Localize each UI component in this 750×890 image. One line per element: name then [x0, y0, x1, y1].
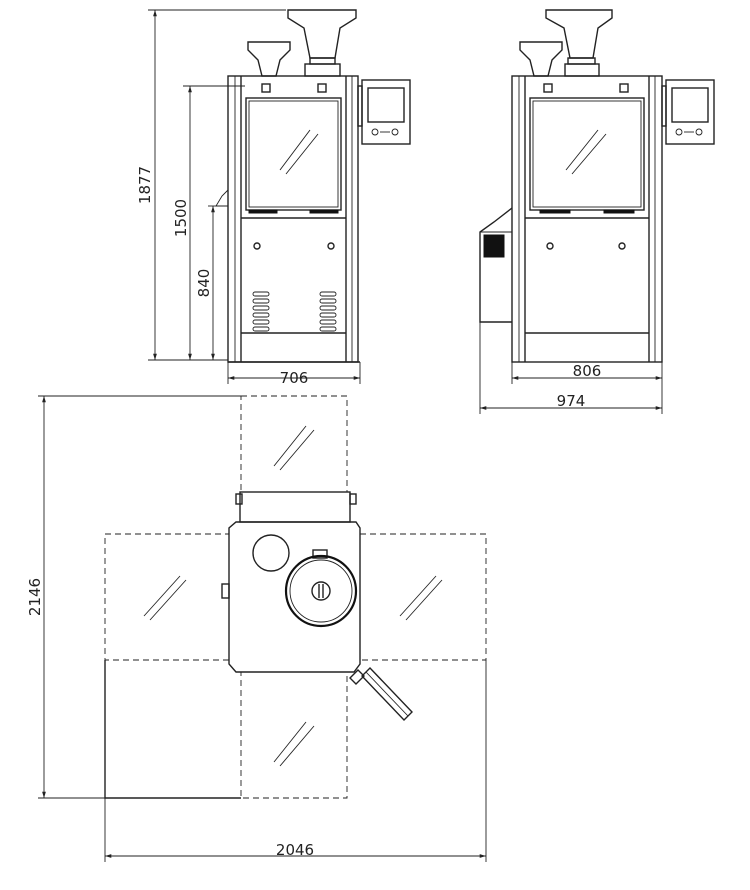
plan-top-housing: [239, 491, 351, 523]
side-body: [511, 75, 663, 363]
side-small-hopper: [519, 41, 563, 77]
dim-840: 840: [195, 269, 213, 298]
vent-right: [319, 291, 337, 332]
side-extension: [479, 207, 513, 323]
plan-control-arm: [349, 666, 413, 722]
plan-view: [104, 395, 487, 799]
dim-1877: 1877: [136, 166, 154, 204]
plan-body: [228, 521, 361, 673]
front-dimensions: [148, 9, 361, 384]
dim-1500: 1500: [172, 199, 190, 237]
large-hopper: [287, 9, 357, 77]
side-view: [479, 9, 715, 363]
small-hopper: [247, 41, 291, 77]
large-hopper-top: [284, 554, 358, 628]
door-area-left: [104, 533, 230, 661]
dim-806: 806: [573, 362, 602, 380]
side-dimensions: [479, 322, 663, 414]
small-hopper-top: [252, 534, 290, 572]
machine-body: [227, 75, 359, 363]
control-panel-front: [357, 79, 411, 145]
dim-2146: 2146: [26, 578, 44, 616]
dim-974: 974: [557, 392, 586, 410]
door-area-bottom: [240, 671, 348, 799]
door-area-right: [359, 533, 487, 661]
front-view: [215, 9, 411, 363]
front-window: [245, 97, 342, 211]
side-large-hopper: [545, 9, 613, 77]
door-area-top: [240, 395, 348, 493]
dim-2046: 2046: [276, 841, 314, 859]
vent-left: [252, 291, 270, 332]
side-window: [529, 97, 645, 211]
control-panel-side: [661, 79, 715, 145]
plan-dimensions: [38, 395, 487, 862]
dim-706: 706: [280, 369, 309, 387]
